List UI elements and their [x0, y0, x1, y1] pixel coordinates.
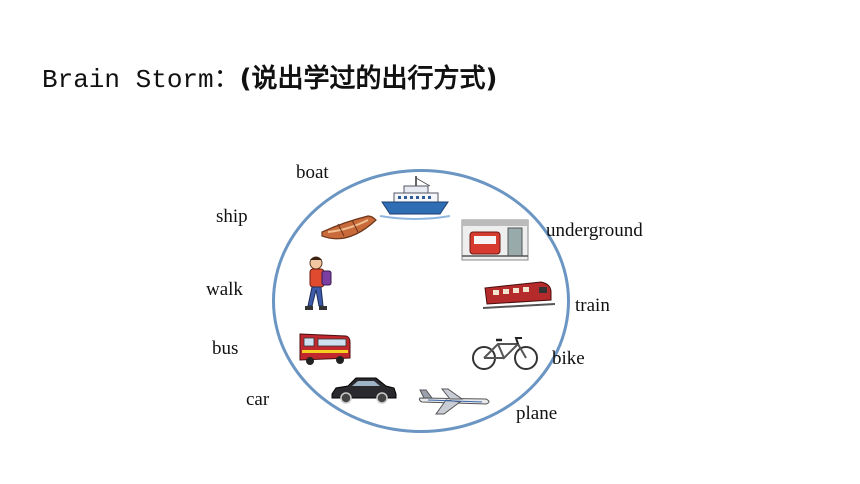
label-train: train	[575, 295, 610, 316]
label-underground: underground	[546, 220, 643, 241]
ship-icon	[380, 176, 450, 220]
boat-icon	[321, 215, 377, 240]
transport-circle	[272, 169, 570, 433]
title-chinese: (说出学过的出行方式)	[239, 64, 498, 94]
underground-icon	[461, 219, 529, 261]
label-walk: walk	[206, 279, 243, 300]
label-car: car	[246, 389, 270, 410]
train-icon	[483, 281, 555, 309]
label-boat: boat	[296, 162, 329, 183]
car-icon	[331, 377, 397, 404]
label-plane: plane	[516, 403, 558, 424]
label-bike: bike	[552, 348, 585, 369]
page-title: Brain Storm：(说出学过的出行方式)	[42, 58, 497, 95]
bicycle-icon	[472, 337, 538, 370]
title-english: Brain Storm	[42, 65, 214, 95]
title-separator: ：	[213, 65, 240, 95]
label-bus: bus	[212, 338, 239, 359]
bus-icon	[299, 333, 351, 365]
label-ship: ship	[216, 206, 248, 227]
airplane-icon	[418, 388, 490, 415]
walking-boy-icon	[305, 256, 332, 310]
